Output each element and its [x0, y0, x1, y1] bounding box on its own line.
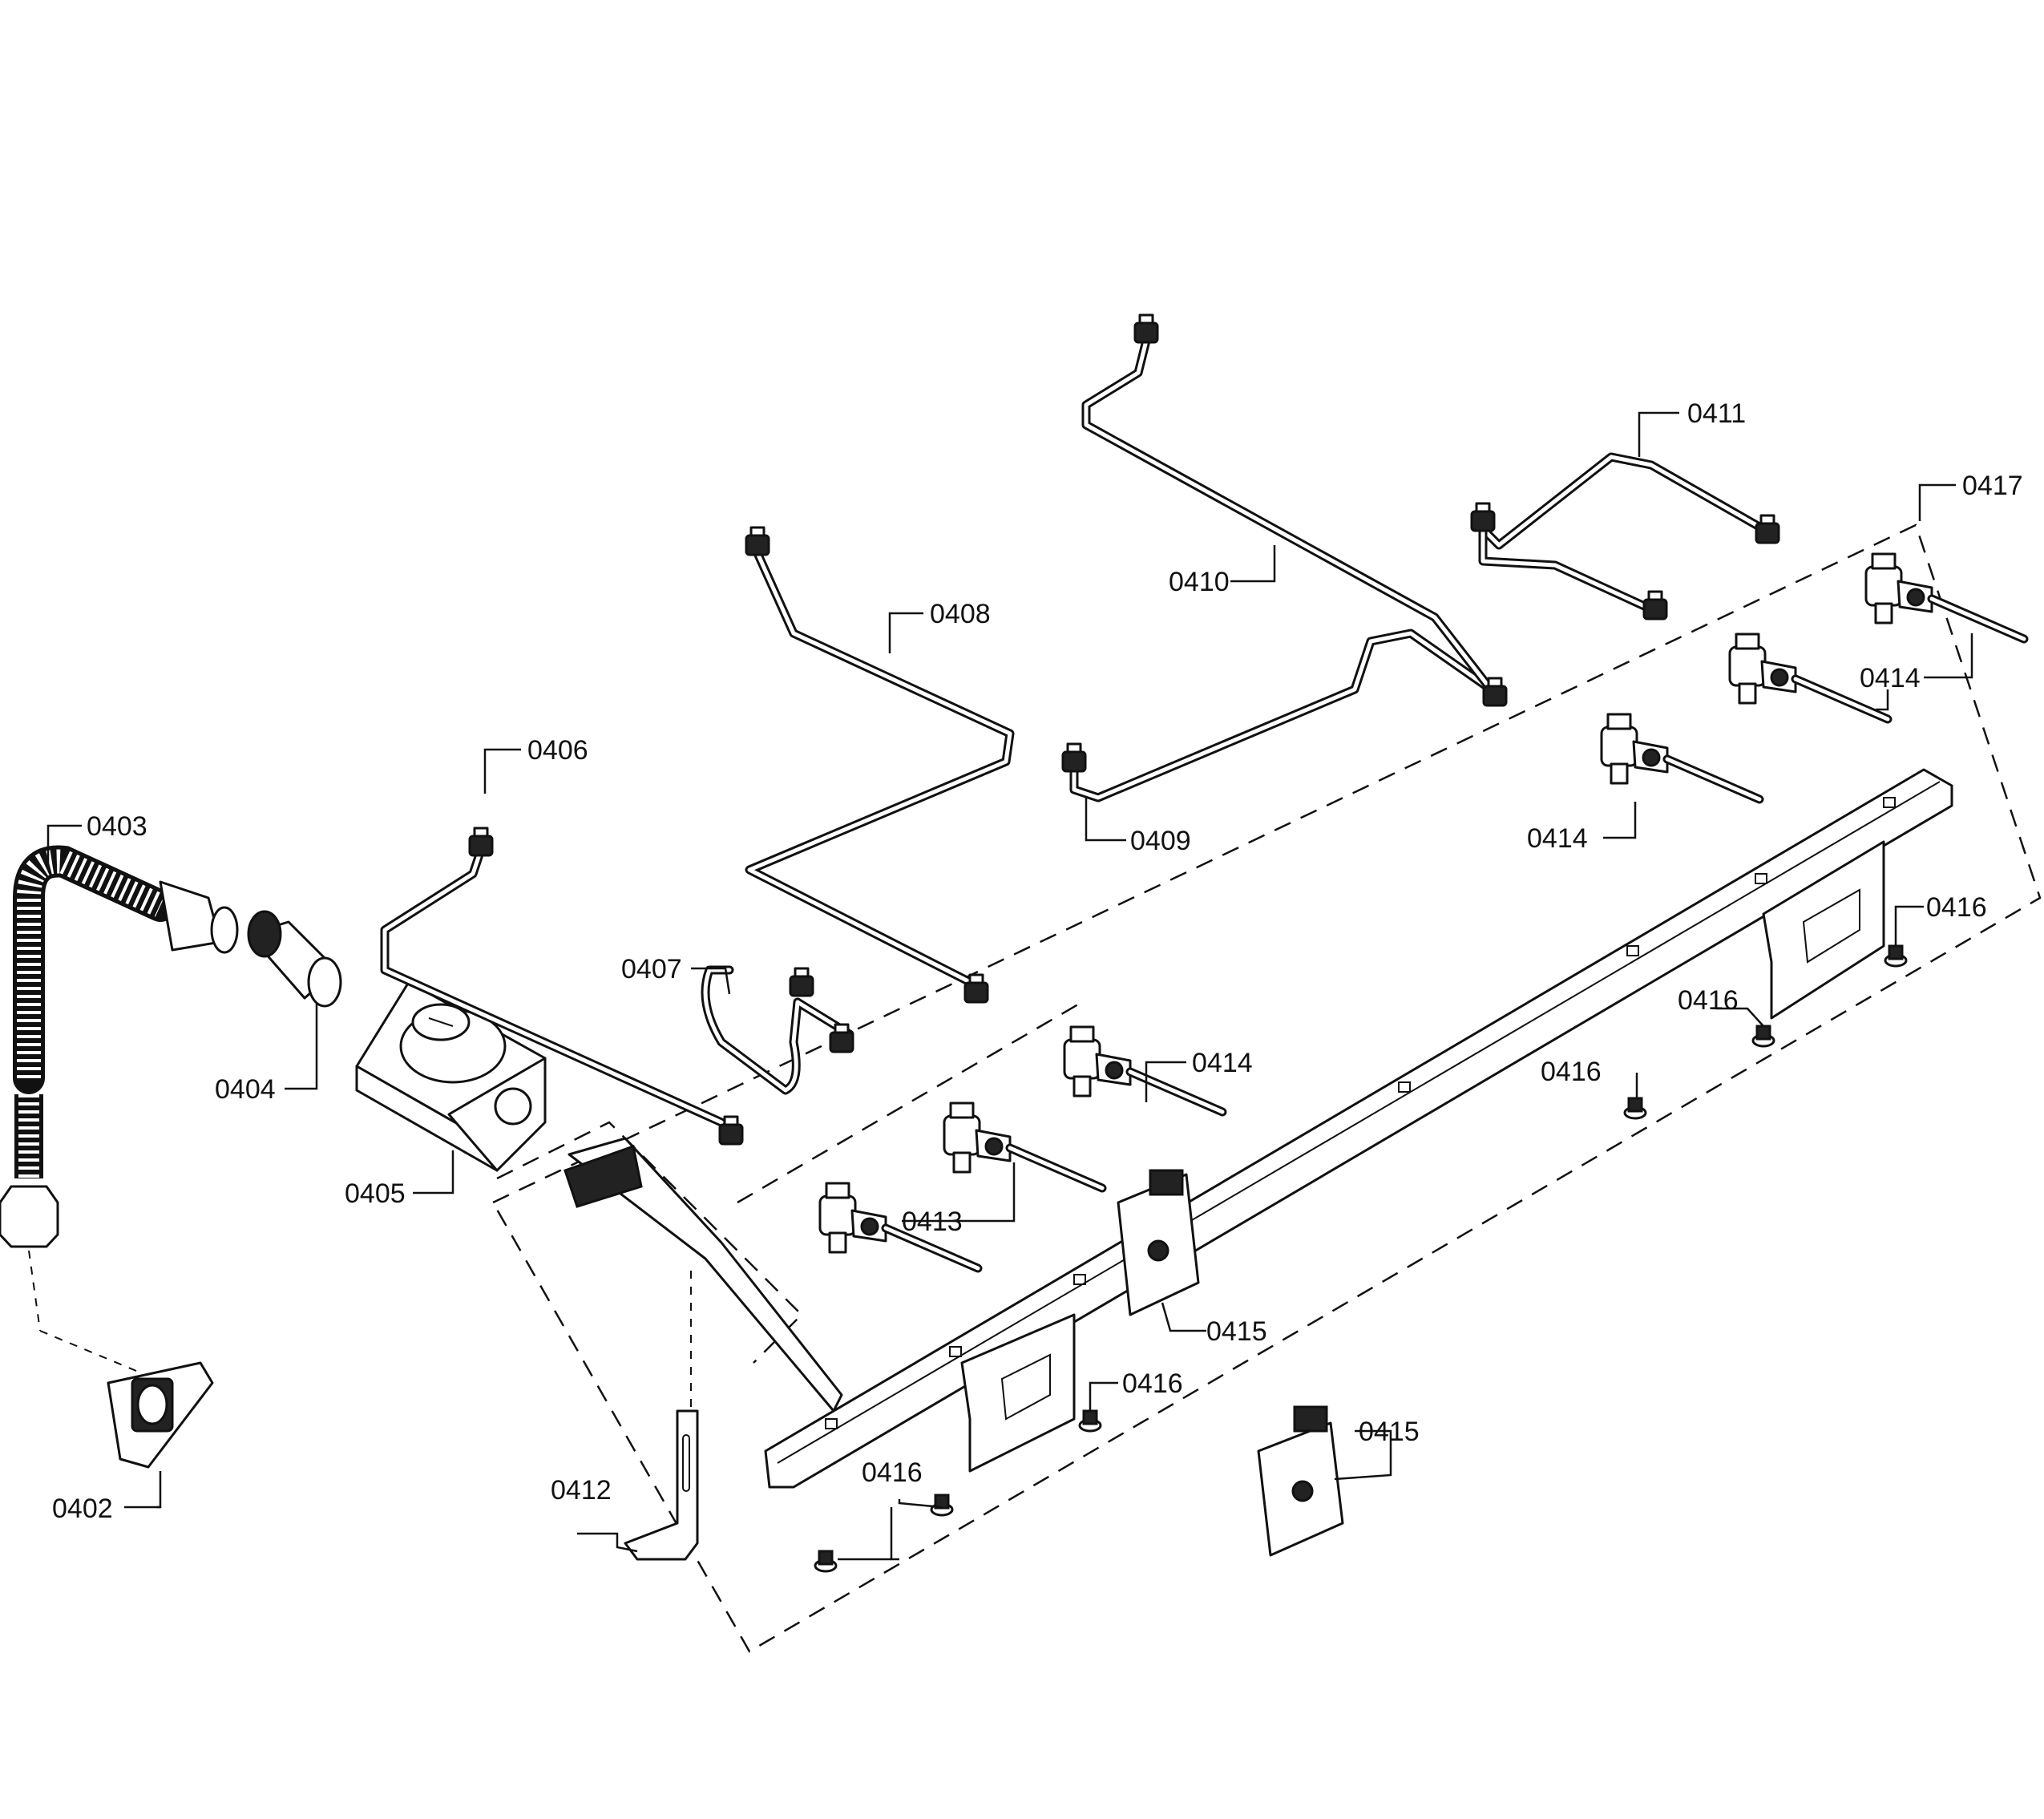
label-0416-c: 0416	[1541, 1057, 1602, 1087]
igniter-switch-0415a	[1117, 1169, 1200, 1316]
label-0402: 0402	[52, 1494, 113, 1524]
burner-valve-0414d	[1866, 554, 2024, 639]
label-0404: 0404	[215, 1074, 276, 1105]
label-0414-a: 0414	[1192, 1048, 1253, 1078]
fitting-0410-top	[1133, 313, 1159, 344]
label-0416-e: 0416	[1926, 892, 1987, 923]
gas-tube-0411	[1478, 452, 1768, 614]
screw-0416-e	[1751, 1025, 1775, 1048]
label-0406: 0406	[527, 735, 588, 766]
gas-tube-0407	[701, 965, 854, 1095]
fitting-0406-top	[468, 827, 494, 857]
label-0417: 0417	[1962, 471, 2023, 501]
label-0412: 0412	[551, 1475, 612, 1506]
gas-hose	[0, 845, 239, 1248]
label-0405: 0405	[345, 1178, 406, 1209]
burner-valve-0413b	[944, 1103, 1102, 1188]
label-0408: 0408	[930, 599, 991, 629]
leader-0403-to-0402	[28, 1250, 41, 1332]
gas-tube-0408	[745, 548, 1015, 987]
fitting-0407-top	[789, 967, 814, 997]
fitting-0411-mid	[1642, 590, 1668, 620]
label-0403: 0403	[87, 811, 147, 842]
label-0414-c: 0414	[1860, 663, 1921, 693]
assembly-boundary-0417	[491, 523, 2042, 1653]
screw-0416-a	[814, 1550, 838, 1573]
label-0410: 0410	[1169, 567, 1230, 597]
screw-0416-d	[1623, 1097, 1647, 1120]
label-0413: 0413	[902, 1207, 963, 1237]
screw-0416-b	[930, 1494, 954, 1517]
label-0416-b: 0416	[1122, 1368, 1183, 1399]
pressure-regulator	[355, 980, 547, 1172]
screw-0416-f	[1884, 944, 1908, 968]
label-0414-b: 0414	[1527, 823, 1588, 854]
assembly-boundary-0405	[496, 1121, 803, 1364]
label-0416-d: 0416	[1678, 985, 1739, 1016]
label-0409: 0409	[1130, 826, 1191, 856]
manifold-elbow	[564, 1137, 843, 1413]
support-bracket	[624, 1409, 699, 1561]
fitting-0411-right	[1755, 514, 1780, 544]
leader-0403-to-0402b	[39, 1330, 137, 1372]
inlet-bracket	[107, 1361, 214, 1469]
burner-valve-0414b	[1602, 714, 1759, 799]
adapter-fitting	[247, 910, 342, 1008]
screw-0416-c	[1078, 1409, 1102, 1433]
fitting-0408-top	[745, 526, 770, 556]
gas-manifold-rail	[764, 768, 1953, 1489]
assembly-boundary-0407	[737, 1000, 1083, 1204]
label-0407: 0407	[621, 954, 682, 984]
igniter-switch-0415b	[1257, 1405, 1344, 1557]
fitting-0409-top	[1061, 742, 1087, 773]
label-0416-a: 0416	[862, 1457, 923, 1488]
gas-tube-0410	[1081, 336, 1496, 694]
gas-tube-0409	[1069, 629, 1496, 802]
fitting-0411-left	[1470, 502, 1496, 532]
label-0415-b: 0415	[1359, 1417, 1420, 1447]
label-0411: 0411	[1687, 398, 1746, 429]
leader-lines	[46, 411, 1973, 1561]
gas-tube-0406	[380, 845, 726, 1127]
label-0415-a: 0415	[1206, 1316, 1267, 1347]
